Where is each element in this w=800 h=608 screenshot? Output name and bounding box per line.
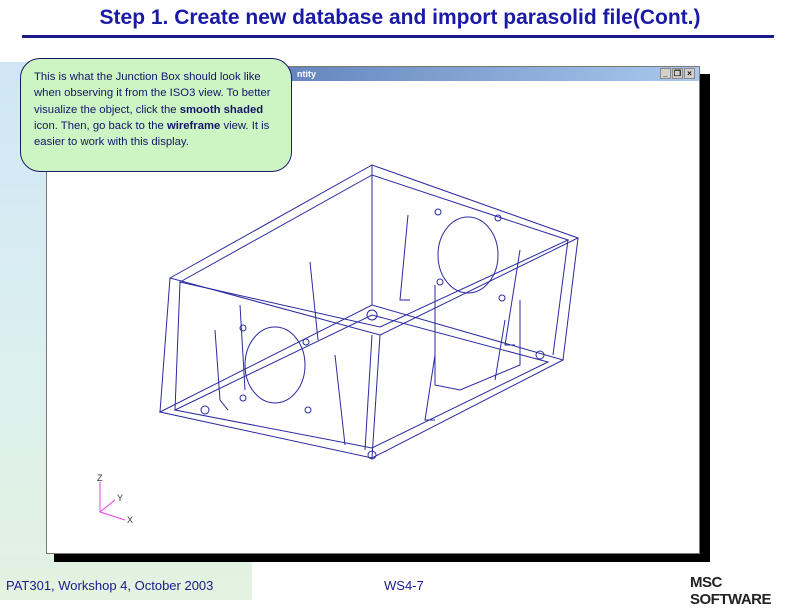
axis-y-label: Y: [117, 493, 123, 503]
box-inner-rim: [178, 174, 570, 328]
callout-bold-smooth-shaded: smooth shaded: [179, 103, 264, 116]
close-icon[interactable]: ×: [684, 68, 695, 79]
callout-text: icon. Then, go back to the: [34, 119, 167, 132]
axis-x-label: X: [127, 515, 133, 525]
axis-triad: [99, 482, 126, 521]
minimize-icon[interactable]: _: [660, 68, 671, 79]
callout-bold-wireframe: wireframe: [166, 119, 221, 132]
callout-note: This is what the Junction Box should loo…: [20, 58, 292, 172]
callout-text: view. It is easier to work with this dis…: [34, 119, 270, 149]
msc-software-logo: MSC SOFTWARE: [690, 574, 772, 608]
footer-course: PAT301, Workshop 4, October 2003: [6, 578, 214, 593]
box-floor: [173, 314, 550, 449]
axis-z-label: Z: [97, 473, 103, 483]
box-top-rim: [168, 164, 580, 336]
restore-icon[interactable]: ❐: [672, 68, 683, 79]
footer-page: WS4-7: [384, 578, 424, 593]
box-bottom: [158, 304, 565, 459]
callout-text: This is what the Junction Box should loo…: [34, 71, 271, 116]
title-divider: [22, 35, 774, 38]
slide-title: Step 1. Create new database and import p…: [99, 6, 701, 29]
window-title: ntity: [297, 69, 316, 79]
